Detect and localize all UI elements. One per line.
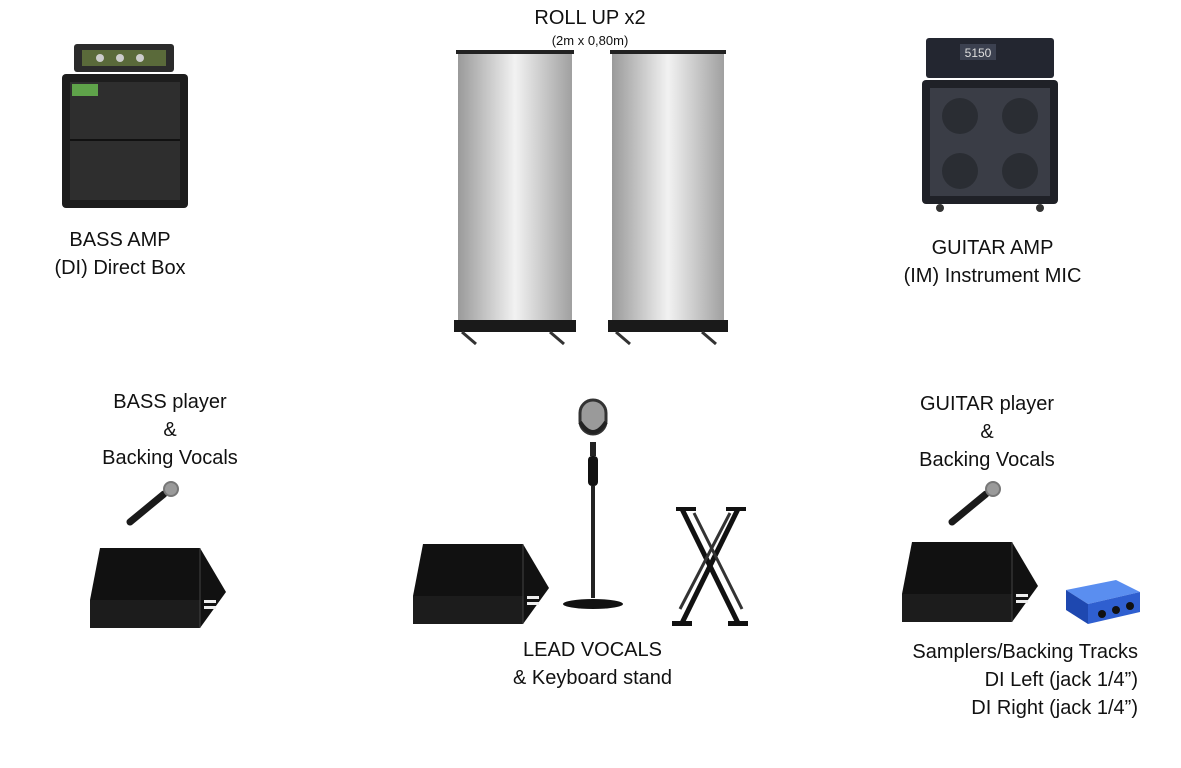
guitar-amp-icon: 5150 <box>922 38 1058 212</box>
rollup-size: (2m x 0,80m) <box>551 33 629 48</box>
bass-player-label: BASS player & Backing Vocals <box>70 388 270 472</box>
bass-amp-label: BASS AMP (DI) Direct Box <box>20 226 220 282</box>
guitar-amp-label: GUITAR AMP (IM) Instrument MIC <box>880 234 1105 290</box>
bass-player-vocals: Backing Vocals <box>102 447 238 469</box>
bass-amp-icon <box>62 44 188 208</box>
samplers-di-left: DI Left (jack 1/4”) <box>984 669 1138 691</box>
samplers-title: Samplers/Backing Tracks <box>912 641 1138 663</box>
samplers-di-right: DI Right (jack 1/4”) <box>971 697 1138 719</box>
lead-vocals-subtitle: & Keyboard stand <box>513 667 672 689</box>
bass-amp-subtitle: (DI) Direct Box <box>54 257 186 279</box>
stage-monitor-icon <box>413 544 549 624</box>
guitar-amp-badge: 5150 <box>965 46 992 60</box>
bass-amp-title: BASS AMP <box>69 229 171 251</box>
rollup-title: ROLL UP x2 <box>534 7 646 29</box>
guitar-player-label: GUITAR player & Backing Vocals <box>887 390 1087 474</box>
microphone-icon <box>948 481 1001 526</box>
guitar-amp-subtitle: (IM) Instrument MIC <box>903 265 1082 287</box>
guitar-player-title: GUITAR player <box>919 393 1055 415</box>
stage-monitor-icon <box>90 548 226 628</box>
stage-monitor-icon <box>902 542 1038 622</box>
samplers-label: Samplers/Backing Tracks DI Left (jack 1/… <box>860 638 1138 722</box>
di-box-icon <box>1066 580 1140 624</box>
microphone-icon <box>126 481 179 526</box>
rollup-title-group: ROLL UP x2 <box>480 4 700 32</box>
guitar-player-vocals: Backing Vocals <box>919 449 1055 471</box>
keyboard-stand-icon <box>672 507 748 626</box>
mic-stand-icon <box>563 398 623 609</box>
guitar-player-amp: & <box>980 421 994 443</box>
lead-vocals-label: LEAD VOCALS & Keyboard stand <box>480 636 705 692</box>
lead-vocals-title: LEAD VOCALS <box>523 639 662 661</box>
bass-player-title: BASS player <box>113 391 227 413</box>
guitar-amp-title: GUITAR AMP <box>931 237 1054 259</box>
bass-player-amp: & <box>163 419 177 441</box>
rollup-banner-icon <box>454 50 728 346</box>
